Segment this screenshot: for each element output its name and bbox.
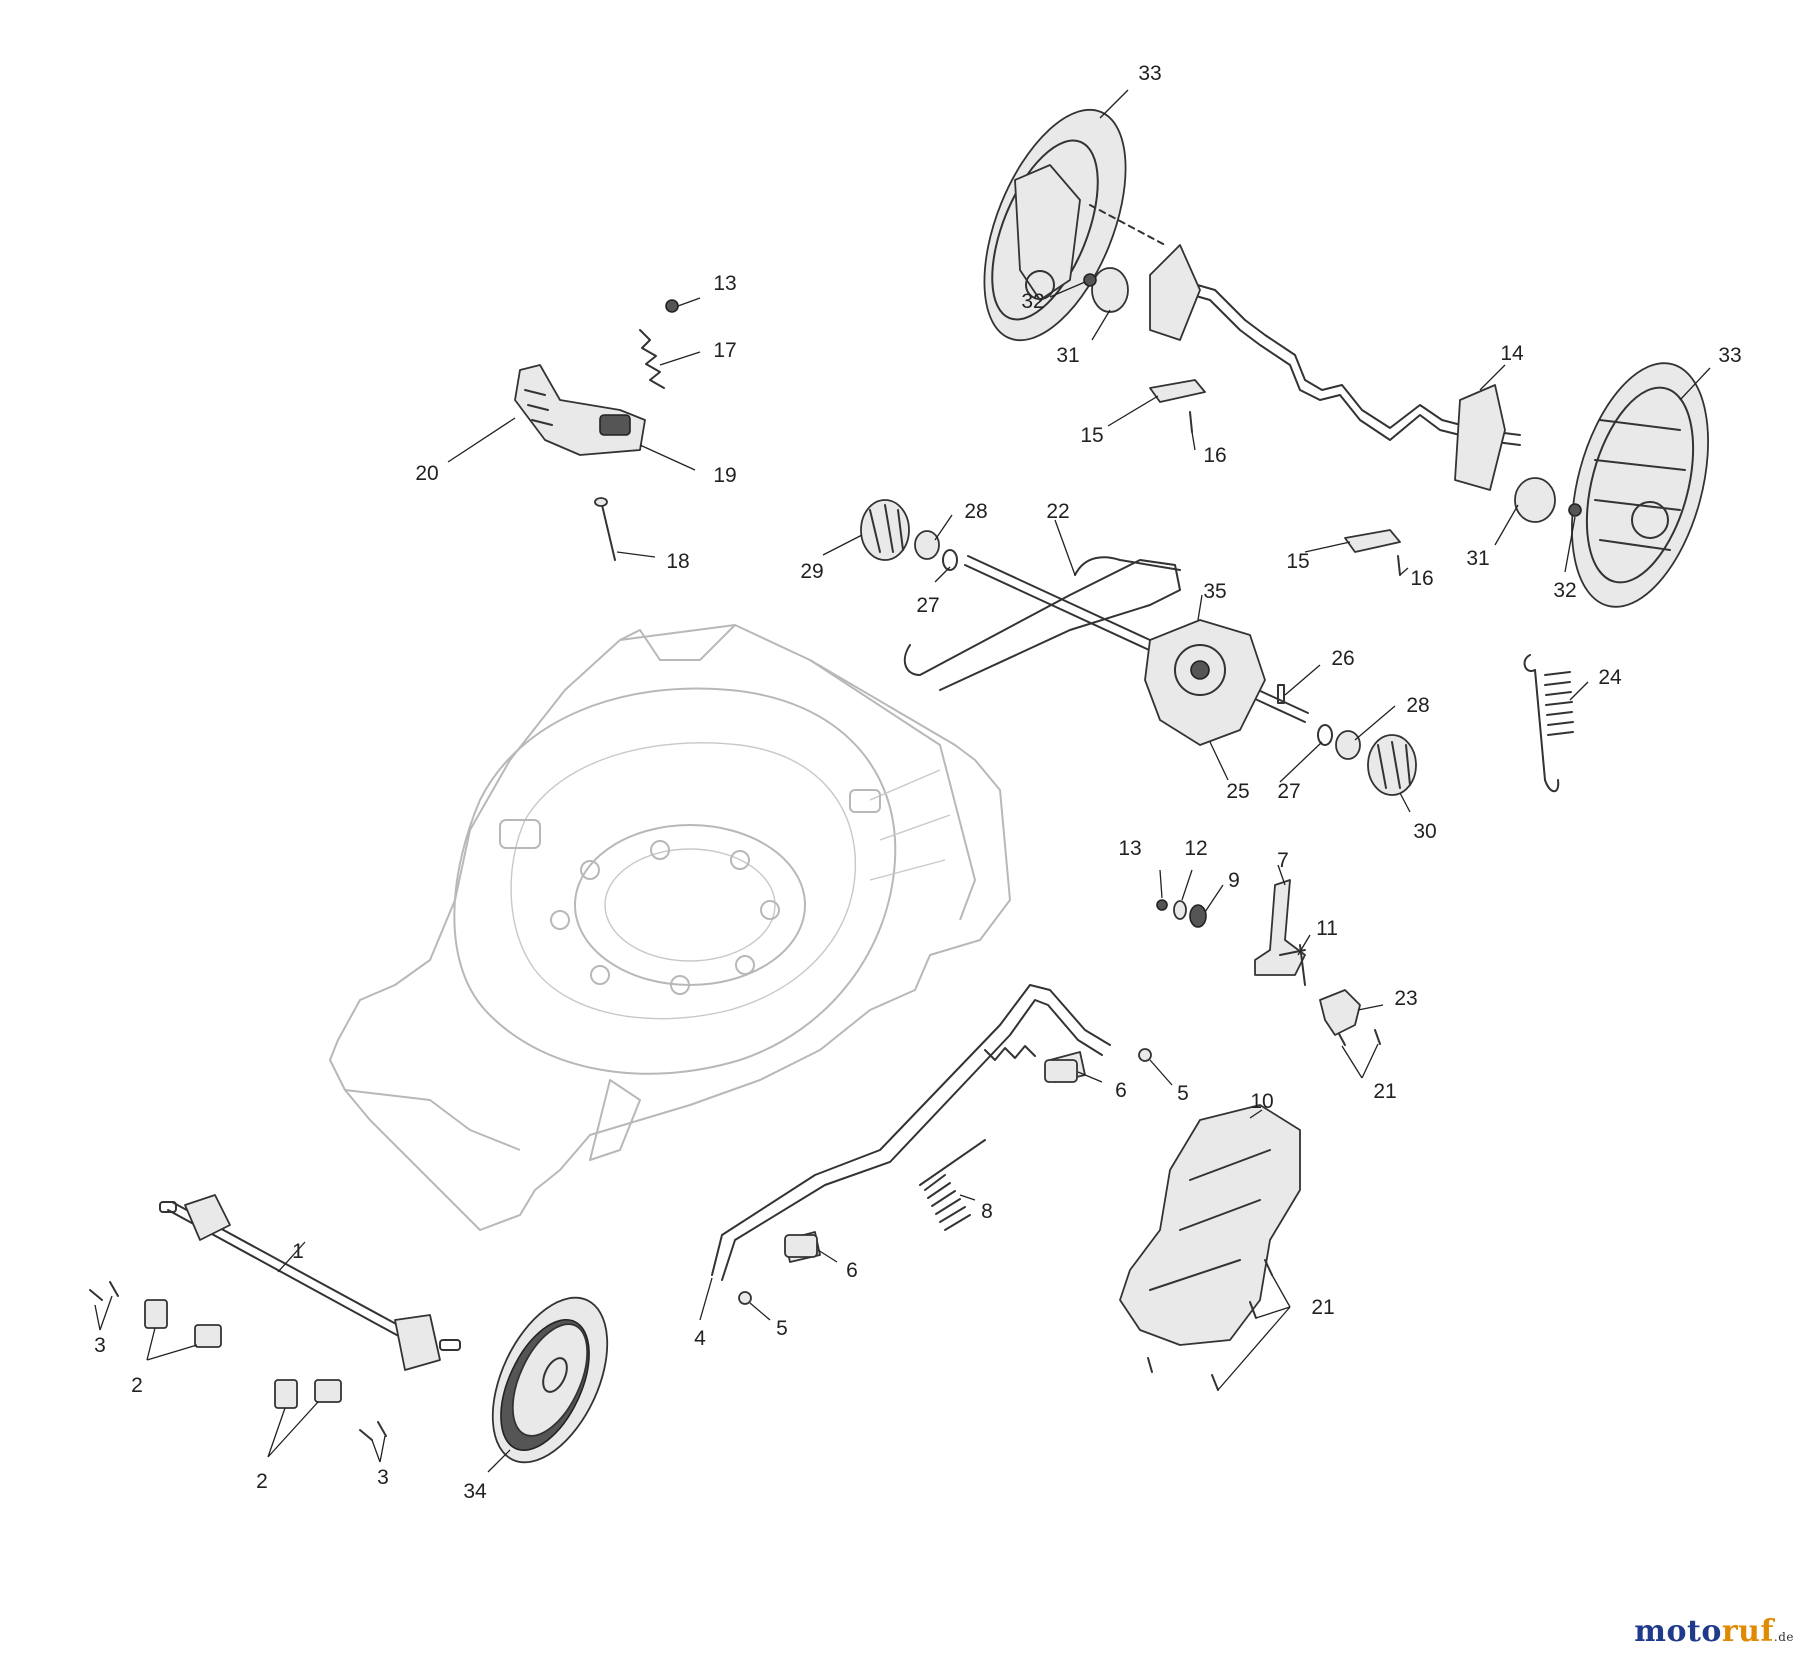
mower-deck-outline xyxy=(329,624,1011,1231)
part-label: 15 xyxy=(1286,550,1309,573)
part-label: 10 xyxy=(1250,1090,1273,1113)
rear-wheel-right xyxy=(1571,362,1709,608)
part-label: 13 xyxy=(713,272,736,295)
part-label: 13 xyxy=(1118,837,1141,860)
clip-6 xyxy=(784,1059,1078,1258)
part-label: 30 xyxy=(1413,820,1436,843)
front-axle xyxy=(159,1194,461,1371)
part-label: 9 xyxy=(1228,869,1240,892)
part-label: 20 xyxy=(415,462,438,485)
motoruf-watermark: motoruf.de xyxy=(1634,1614,1794,1649)
part-label: 2 xyxy=(131,1374,143,1397)
part-label: 25 xyxy=(1226,780,1249,803)
part-label: 17 xyxy=(713,339,736,362)
part-label: 28 xyxy=(964,500,987,523)
part-label: 3 xyxy=(94,1334,106,1357)
part-label: 31 xyxy=(1466,547,1489,570)
front-wheel xyxy=(491,1296,609,1464)
extension-spring xyxy=(1523,654,1574,793)
part-label: 4 xyxy=(694,1327,706,1350)
part-label: 31 xyxy=(1056,344,1079,367)
nut-13-top xyxy=(665,299,679,313)
gearbox xyxy=(1144,619,1266,746)
height-lever xyxy=(711,984,1111,1281)
part-label: 7 xyxy=(1277,849,1289,872)
part-label: 22 xyxy=(1046,500,1069,523)
part-label: 5 xyxy=(776,1317,788,1340)
part-label: 21 xyxy=(1311,1296,1334,1319)
part-label: 5 xyxy=(1177,1082,1189,1105)
part-label: 24 xyxy=(1598,666,1622,689)
gears-and-washers xyxy=(860,499,1417,796)
part-labels: 1 2 2 3 3 4 5 5 6 6 7 8 9 10 11 12 13 13… xyxy=(94,62,1742,1503)
part-label: 2 xyxy=(256,1470,268,1493)
part-label: 16 xyxy=(1203,444,1226,467)
axle-clips-15-16 xyxy=(1149,379,1401,576)
height-clips xyxy=(89,1281,387,1441)
screws-5 xyxy=(738,1048,1152,1305)
part-label: 8 xyxy=(981,1200,993,1223)
part-label: 32 xyxy=(1553,579,1576,602)
part-label: 11 xyxy=(1316,917,1338,940)
part-label: 29 xyxy=(800,560,823,583)
part-label: 33 xyxy=(1138,62,1161,85)
part-label: 6 xyxy=(846,1259,858,1282)
rear-axle xyxy=(1149,244,1521,491)
part-label: 21 xyxy=(1373,1080,1396,1103)
bracket-23 xyxy=(1319,989,1361,1036)
leader-lines xyxy=(94,89,1711,1473)
part-label: 26 xyxy=(1331,647,1354,670)
nut-washer-set xyxy=(1156,899,1207,928)
rear-cover xyxy=(1119,1104,1301,1346)
part-label: 23 xyxy=(1394,987,1417,1010)
part-label: 27 xyxy=(916,594,939,617)
lever-spring xyxy=(919,1139,986,1231)
wheel-hubs xyxy=(1083,267,1582,523)
part-label: 14 xyxy=(1500,342,1524,365)
rear-wheel-left xyxy=(983,108,1166,342)
bracket-7 xyxy=(1254,879,1306,986)
part-label: 18 xyxy=(666,550,689,573)
part-label: 32 xyxy=(1021,290,1044,313)
part-label: 35 xyxy=(1203,580,1226,603)
part-label: 1 xyxy=(292,1240,304,1263)
screws-21 xyxy=(1147,1029,1381,1391)
part-label: 19 xyxy=(713,464,736,487)
drive-belt xyxy=(903,556,1181,691)
part-label: 27 xyxy=(1277,780,1300,803)
part-label: 28 xyxy=(1406,694,1429,717)
part-label: 12 xyxy=(1184,837,1207,860)
lever-spring-17 xyxy=(639,329,665,389)
part-label: 33 xyxy=(1718,344,1741,367)
part-label: 6 xyxy=(1115,1079,1127,1102)
part-label: 34 xyxy=(463,1480,487,1503)
part-label: 15 xyxy=(1080,424,1103,447)
adjust-lever-assembly xyxy=(514,364,646,456)
pin-18 xyxy=(594,497,616,561)
part-label: 3 xyxy=(377,1466,389,1489)
part-label: 16 xyxy=(1410,567,1433,590)
